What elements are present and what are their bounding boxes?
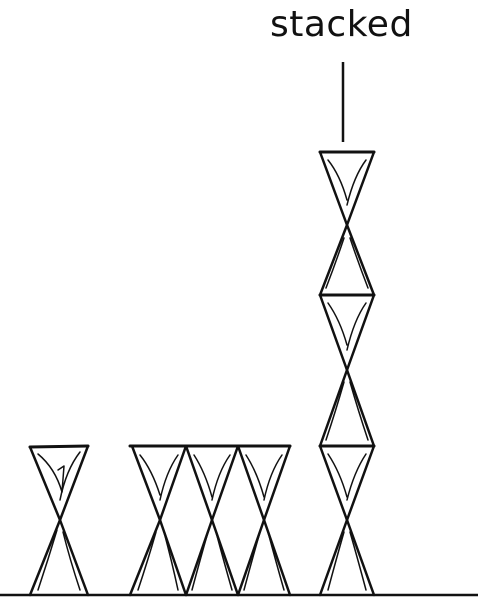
tower-tier-6 — [320, 520, 374, 595]
tower-tier-3 — [320, 295, 374, 370]
stacked-tower — [320, 152, 374, 595]
single-unit-tier-1 — [30, 446, 88, 520]
single-unit-tier-2 — [30, 520, 88, 595]
row-unit-3 — [238, 446, 290, 595]
single-unit — [30, 446, 88, 595]
row-unit-1 — [130, 446, 186, 595]
tower-tier-4 — [320, 370, 374, 446]
tower-tier-5 — [320, 446, 374, 520]
tower-tier-1 — [320, 152, 374, 225]
tower-tier-2 — [320, 225, 374, 295]
row-unit-2 — [186, 446, 238, 595]
row-of-three — [130, 446, 290, 595]
